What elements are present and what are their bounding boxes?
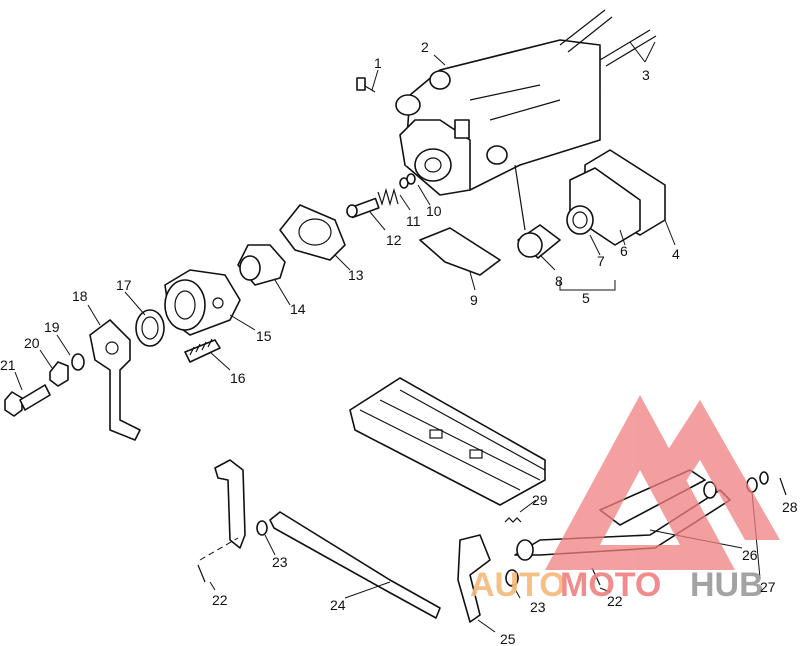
housing-bolt	[184, 338, 221, 363]
watermark-logo	[545, 395, 780, 570]
callout-11: 11	[406, 213, 421, 229]
callout-labels: 1 2 3 4 5 6 7 8 9 10 11 12 13 14 15 16 1…	[0, 39, 798, 646]
callout-14: 14	[290, 301, 306, 317]
callout-7: 7	[597, 253, 605, 269]
callout-22-right: 22	[607, 593, 623, 609]
callout-19: 19	[44, 319, 60, 335]
callout-5: 5	[582, 290, 590, 306]
callout-29: 29	[532, 492, 548, 508]
callout-21: 21	[0, 357, 16, 373]
callout-23-right: 23	[530, 599, 546, 615]
callout-27: 27	[760, 579, 776, 595]
callout-9: 9	[470, 292, 478, 308]
brake-pads	[514, 149, 666, 291]
leader-lines	[14, 54, 761, 633]
shafts	[559, 9, 657, 67]
hex-bolt	[4, 384, 51, 417]
callout-16: 16	[230, 370, 246, 386]
callout-23-left: 23	[272, 554, 288, 570]
callout-28: 28	[782, 499, 798, 515]
callout-12: 12	[386, 232, 402, 248]
callout-25: 25	[500, 631, 516, 646]
callout-8: 8	[555, 273, 563, 289]
caliper-housing	[164, 269, 241, 336]
nut	[49, 361, 69, 387]
gasket	[279, 204, 346, 261]
callout-17: 17	[116, 277, 132, 293]
callout-18: 18	[72, 288, 88, 304]
callout-20: 20	[24, 335, 40, 351]
lever-housing	[237, 244, 286, 286]
callout-22-left: 22	[212, 592, 228, 608]
callout-3: 3	[642, 67, 650, 83]
bleeder-bolt	[356, 69, 379, 93]
spring-clip	[419, 227, 501, 276]
callout-10: 10	[426, 203, 442, 219]
svg-text:MOTO: MOTO	[560, 566, 661, 604]
watermark-text: AUTO MOTO HUB	[470, 566, 764, 604]
callout-13: 13	[348, 267, 364, 283]
seal-ring	[135, 309, 165, 347]
brake-plate	[349, 377, 546, 506]
callout-2: 2	[421, 39, 429, 55]
callout-24: 24	[330, 597, 346, 613]
callout-15: 15	[256, 328, 272, 344]
callout-26: 26	[742, 547, 758, 563]
callout-4: 4	[672, 246, 680, 262]
svg-text:AUTO: AUTO	[470, 566, 566, 604]
mounting-bracket	[89, 319, 141, 441]
pump-body	[395, 39, 601, 196]
piston-assembly	[346, 173, 416, 219]
svg-text:HUB: HUB	[690, 566, 764, 604]
washer	[71, 353, 85, 371]
callout-6: 6	[620, 243, 628, 259]
callout-1: 1	[374, 55, 382, 71]
